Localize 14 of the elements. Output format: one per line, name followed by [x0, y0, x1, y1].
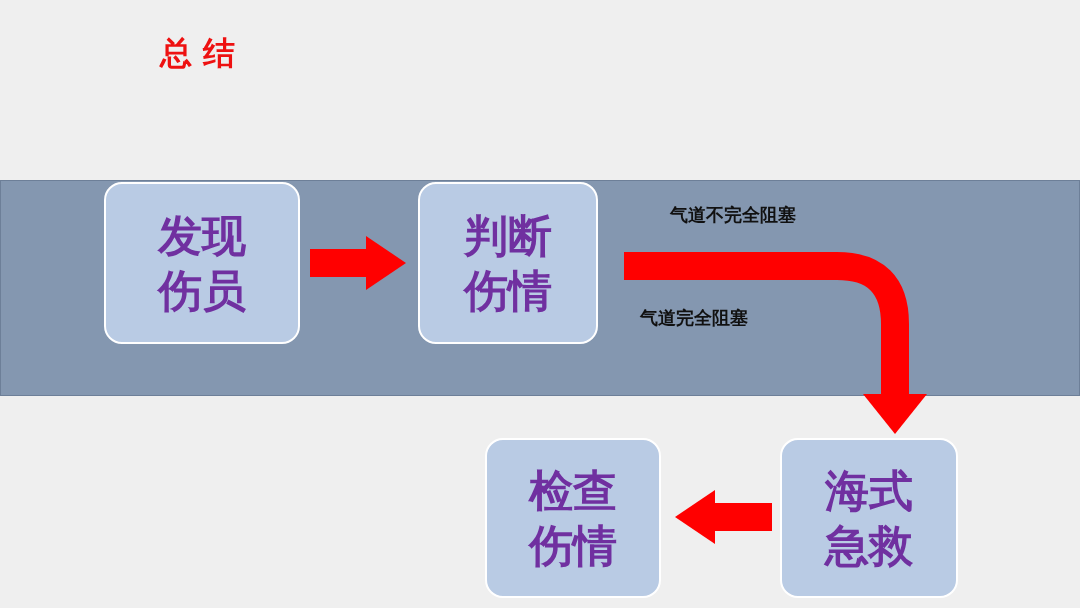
process-box: [780, 438, 958, 598]
process-box: [104, 182, 300, 344]
process-box: [418, 182, 598, 344]
box-text: 发现伤员: [156, 209, 247, 318]
box-text: 检查伤情: [527, 464, 618, 573]
block-arrow: [310, 236, 406, 290]
process-box: [485, 438, 661, 598]
block-arrow: [624, 252, 927, 434]
title: 总 结: [160, 33, 236, 74]
box-text: 海式急救: [823, 464, 914, 573]
condition-label: 气道不完全阻塞: [670, 203, 796, 227]
condition-label: 气道完全阻塞: [640, 306, 748, 330]
box-text: 判断伤情: [462, 209, 553, 318]
block-arrow: [675, 490, 772, 544]
